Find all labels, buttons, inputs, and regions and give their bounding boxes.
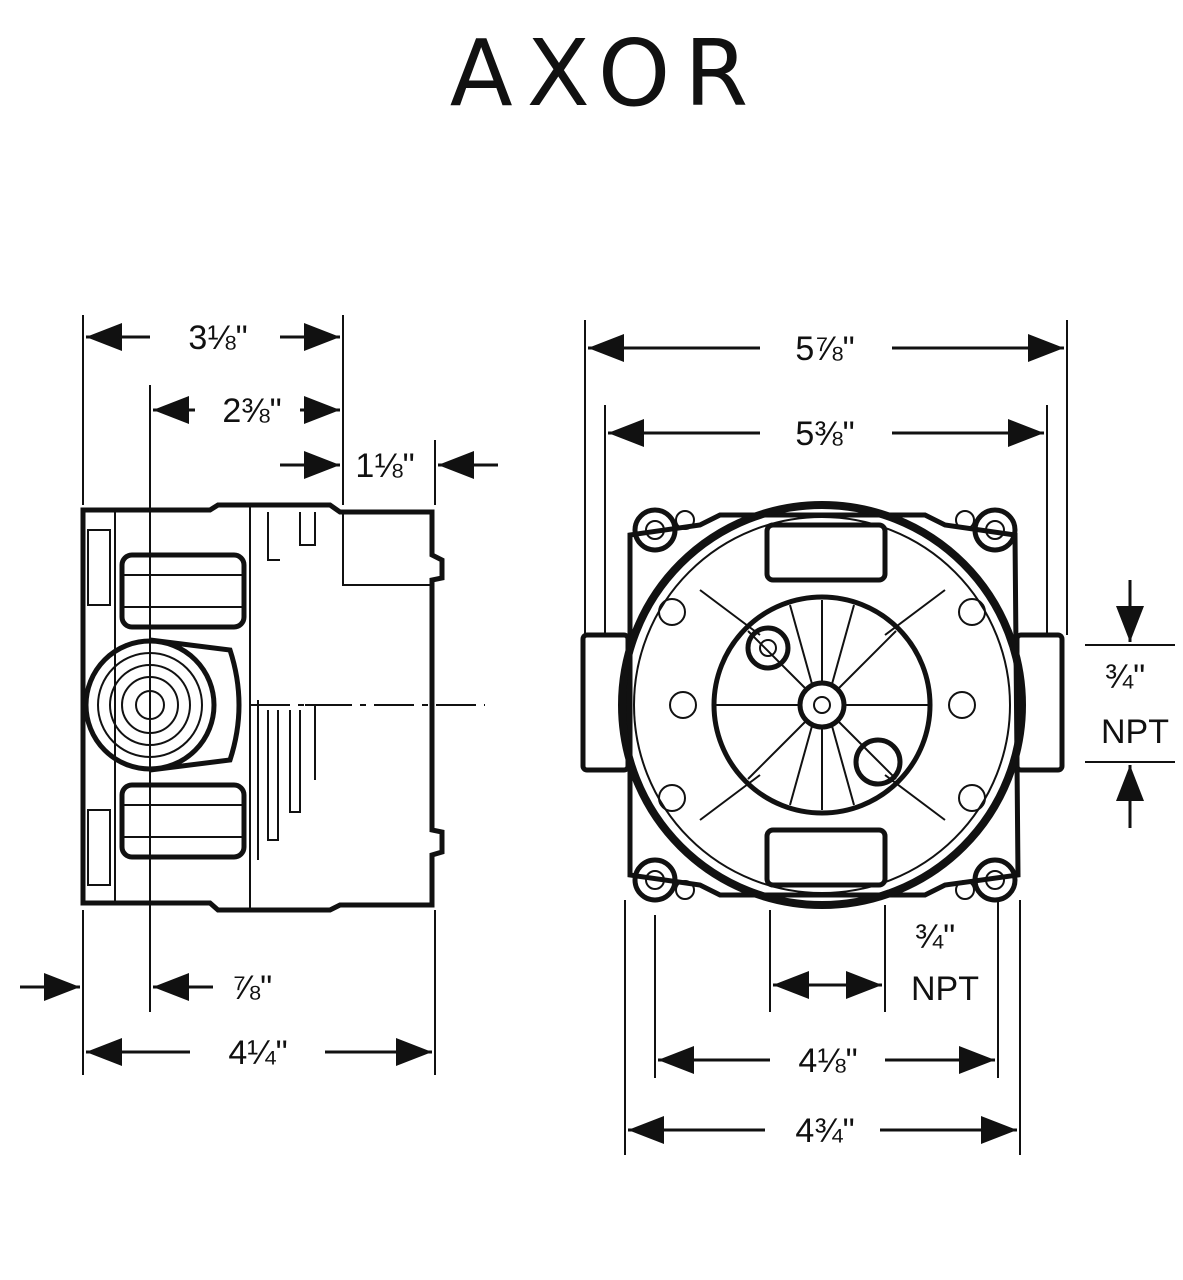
brand-logo: AXOR bbox=[450, 20, 762, 127]
dim-bottom-port-size: ¾" bbox=[915, 918, 955, 956]
dim-side-port-size: ¾" bbox=[1105, 658, 1145, 696]
side-view-dimensions: 3⅛" 2⅜" 1⅛" ⅞" 4¼" bbox=[20, 315, 498, 1075]
dim-plate-width: 4¾" bbox=[795, 1112, 854, 1150]
front-view-drawing bbox=[580, 501, 1065, 909]
front-view-dimensions: 5⅞" 5⅜" ¾" NPT ¾" NPT 4⅛" 4¾" bbox=[584, 320, 1175, 1155]
dim-bottom-port-type: NPT bbox=[911, 970, 979, 1008]
dim-overall-depth-bottom: 4¼" bbox=[228, 1034, 287, 1072]
dim-overall-width: 5⅞" bbox=[795, 330, 854, 368]
dim-front-offset: 1⅛" bbox=[355, 447, 414, 485]
dim-center-to-back: 2⅜" bbox=[222, 392, 281, 430]
side-view-drawing bbox=[80, 502, 485, 913]
dim-body-width: 5⅜" bbox=[795, 415, 854, 453]
dim-side-port-type: NPT bbox=[1101, 713, 1169, 751]
dim-overall-depth-top: 3⅛" bbox=[188, 319, 247, 357]
dim-flange-to-center: ⅞" bbox=[232, 969, 272, 1007]
dim-mounting-hole-spacing: 4⅛" bbox=[798, 1042, 857, 1080]
